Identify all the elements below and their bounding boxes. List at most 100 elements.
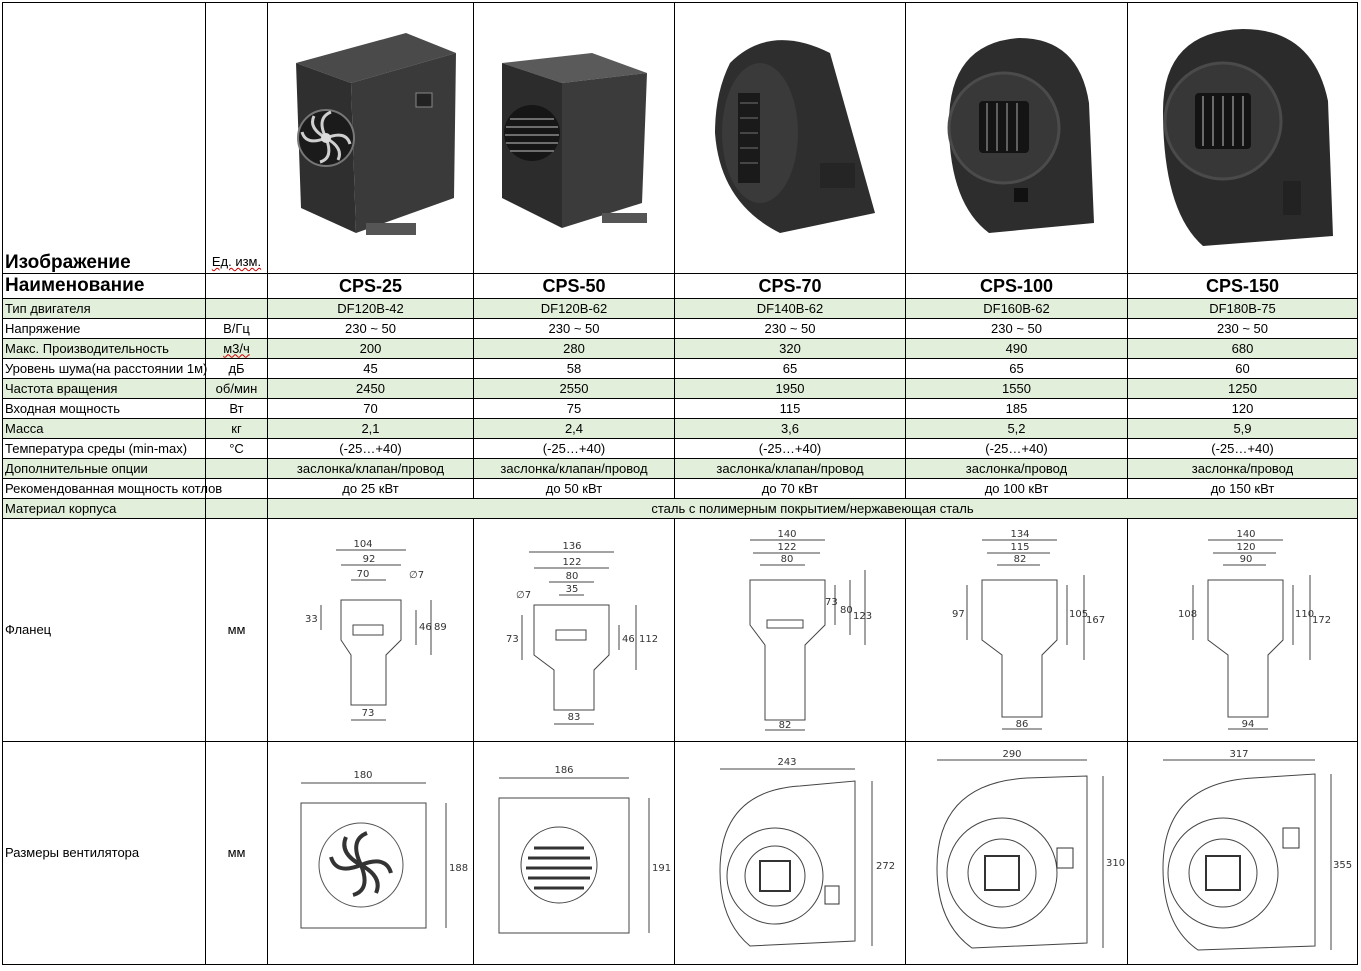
flange-drawing-cps-50: 136 122 80 35 ∅7 73 46 112 83: [473, 518, 675, 742]
row-label: Рекомендованная мощность котлов: [2, 478, 222, 499]
dimension-label: 46: [622, 634, 635, 645]
cell-value: 3,6: [674, 418, 906, 439]
cell-value: 2,4: [473, 418, 675, 439]
row-unit: °С: [205, 438, 268, 459]
row-unit: [205, 458, 268, 479]
name-unit: [205, 273, 268, 299]
cell-value: DF120B-42: [267, 298, 474, 319]
dimension-label: 110: [1295, 609, 1314, 620]
spec-row-options: Дополнительные опции заслонка/клапан/про…: [2, 458, 1358, 479]
cell-value: 60: [1127, 358, 1358, 379]
row-label: Уровень шума(на расстоянии 1м): [2, 358, 207, 379]
dimension-label: 122: [777, 542, 796, 553]
dimension-label: 172: [1312, 615, 1331, 626]
cell-value: 1950: [674, 378, 906, 399]
fan-size-drawing-cps-25: 180 188: [267, 741, 474, 965]
row-label: Напряжение: [2, 318, 206, 339]
row-label: Тип двигателя: [2, 298, 206, 319]
flange-row: Фланец мм 104 92 70 ∅7 33 46 89 73: [2, 518, 1358, 742]
image-row: Изображение Ед. изм.: [2, 2, 1358, 274]
cell-value: (-25…+40): [267, 438, 474, 459]
dimension-label: 97: [952, 609, 965, 620]
cell-value: (-25…+40): [674, 438, 906, 459]
dimension-label: ∅7: [516, 590, 531, 601]
cell-value: 2550: [473, 378, 675, 399]
cell-value: 230 ~ 50: [1127, 318, 1358, 339]
dimension-label: 46: [419, 622, 432, 633]
cell-value: заслонка/провод: [1127, 458, 1358, 479]
row-label: Частота вращения: [2, 378, 206, 399]
cell-value: 2,1: [267, 418, 474, 439]
dimension-label: 83: [568, 712, 581, 723]
cell-value: (-25…+40): [905, 438, 1128, 459]
cell-value: заслонка/провод: [905, 458, 1128, 479]
image-row-label: Изображение: [2, 2, 206, 274]
centrifugal-fan-photo-icon: [947, 38, 1094, 233]
model-name: CPS-50: [473, 273, 675, 299]
spec-row-material: Материал корпуса сталь с полимерным покр…: [2, 498, 1358, 519]
dimension-label: 186: [554, 765, 573, 776]
flange-drawing-cps-25: 104 92 70 ∅7 33 46 89 73: [267, 518, 474, 742]
cell-value: DF140B-62: [674, 298, 906, 319]
cell-value: до 25 кВт: [267, 478, 474, 499]
dimension-label: 180: [353, 770, 372, 781]
flange-drawing-icon: 140 120 90 108 110 172 94: [1178, 529, 1331, 730]
cell-value: 280: [473, 338, 675, 359]
cell-value: 230 ~ 50: [674, 318, 906, 339]
row-unit: мм: [205, 518, 268, 742]
cell-value: заслонка/клапан/провод: [674, 458, 906, 479]
row-unit: Вт: [205, 398, 268, 419]
row-unit: В/Гц: [205, 318, 268, 339]
box-fan-photo-icon: [295, 33, 456, 235]
fan-size-row: Размеры вентилятора мм 180 188: [2, 741, 1358, 965]
fan-size-drawing-cps-50: 186 191: [473, 741, 675, 965]
dimension-label: 82: [779, 720, 792, 731]
dimension-label: 140: [1236, 529, 1255, 540]
dimension-label: 108: [1178, 609, 1197, 620]
dimension-label: 115: [1010, 542, 1029, 553]
dimension-label: 70: [356, 569, 369, 580]
cell-value: до 100 кВт: [905, 478, 1128, 499]
spec-row-temperature: Температура среды (min-max) °С (-25…+40)…: [2, 438, 1358, 459]
image-label: Изображение: [5, 252, 131, 273]
row-label: Масса: [2, 418, 206, 439]
cell-value: DF160B-62: [905, 298, 1128, 319]
dimension-label: 355: [1333, 860, 1352, 871]
flange-drawing-icon: 136 122 80 35 ∅7 73 46 112 83: [506, 541, 658, 725]
cell-value: 1250: [1127, 378, 1358, 399]
fan-outline-drawing-icon: 243 272: [719, 757, 895, 947]
dimension-label: 105: [1069, 609, 1088, 620]
dimension-label: 35: [566, 584, 579, 595]
row-unit: [205, 298, 268, 319]
cell-value: 5,9: [1127, 418, 1358, 439]
flange-drawing-cps-100: 134 115 82 97 105 167 86: [905, 518, 1128, 742]
cell-value: 115: [674, 398, 906, 419]
model-name: CPS-70: [674, 273, 906, 299]
dimension-label: 86: [1015, 719, 1028, 730]
model-name: CPS-150: [1127, 273, 1358, 299]
dimension-label: 89: [434, 622, 447, 633]
row-label: Входная мощность: [2, 398, 206, 419]
spec-row-input-power: Входная мощность Вт 70 75 115 185 120: [2, 398, 1358, 419]
fan-size-drawing-cps-150: 317 355: [1127, 741, 1358, 965]
centrifugal-fan-photo-icon: [715, 40, 875, 234]
dimension-label: 167: [1086, 615, 1105, 626]
fan-outline-drawing-icon: 317 355: [1161, 749, 1352, 951]
cell-value: 65: [905, 358, 1128, 379]
product-photo-cps-150: [1127, 2, 1358, 274]
dimension-label: 92: [362, 554, 375, 565]
dimension-label: 310: [1106, 858, 1125, 869]
name-row: Наименование CPS-25 CPS-50 CPS-70 CPS-10…: [2, 273, 1358, 299]
cell-value: 5,2: [905, 418, 1128, 439]
cell-value: заслонка/клапан/провод: [267, 458, 474, 479]
fan-size-drawing-cps-70: 243 272: [674, 741, 906, 965]
unit-header-label: Ед. изм.: [211, 254, 262, 269]
row-unit: [205, 498, 268, 519]
dimension-label: 33: [305, 614, 318, 625]
dimension-label: 73: [361, 708, 374, 719]
cell-value: 45: [267, 358, 474, 379]
cell-value: 120: [1127, 398, 1358, 419]
product-photo-cps-25: [267, 2, 474, 274]
